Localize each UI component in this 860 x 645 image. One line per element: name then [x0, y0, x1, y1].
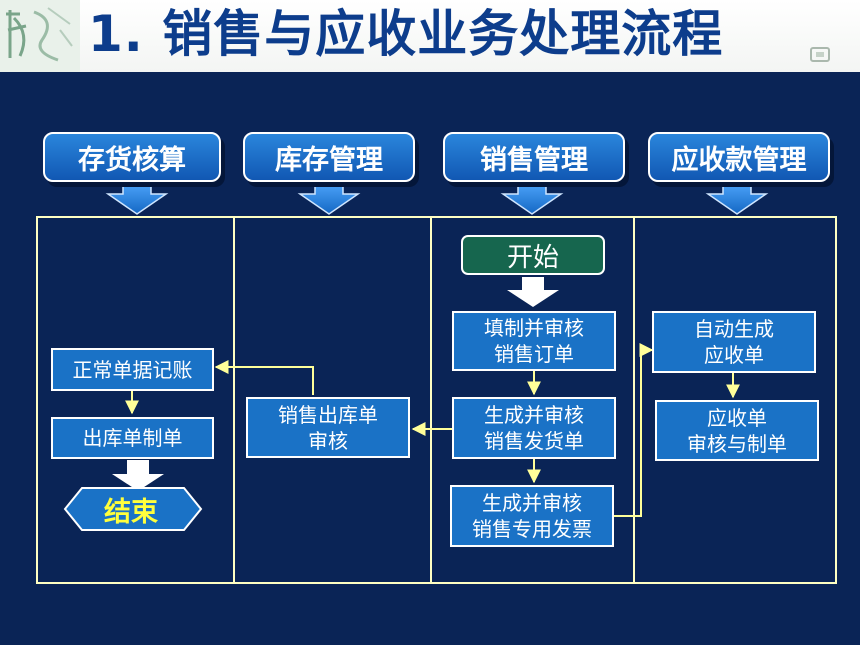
- decor-icon: [810, 47, 830, 62]
- swimlane-frame: [36, 216, 837, 584]
- node-inventory-posting: 正常单据记账: [51, 348, 214, 391]
- node-sales-order: 填制并审核 销售订单: [452, 311, 616, 371]
- end-shape: [63, 487, 203, 531]
- node-sales-delivery: 生成并审核 销售发货单: [452, 397, 616, 459]
- page-title: 1. 销售与应收业务处理流程: [88, 5, 724, 63]
- logo-icon: [0, 0, 80, 72]
- node-ar-audit: 应收单 审核与制单: [655, 400, 819, 461]
- column-header-inventory-management: 库存管理: [243, 132, 415, 182]
- start-node: 开始: [461, 235, 605, 275]
- node-outbound-voucher: 出库单制单: [51, 417, 214, 459]
- connectors: [125, 343, 740, 517]
- column-header-receivables-management: 应收款管理: [648, 132, 830, 182]
- block-arrows: [112, 277, 559, 491]
- node-sales-invoice: 生成并审核 销售专用发票: [450, 485, 614, 547]
- node-ar-generate: 自动生成 应收单: [652, 311, 816, 373]
- header-arrows: [105, 179, 769, 215]
- column-header-inventory-accounting: 存货核算: [43, 132, 221, 182]
- column-header-sales-management: 销售管理: [443, 132, 625, 182]
- node-stock-audit: 销售出库单 审核: [246, 397, 410, 458]
- end-node: 结束: [104, 496, 158, 528]
- title-bar: 1. 销售与应收业务处理流程: [0, 0, 860, 72]
